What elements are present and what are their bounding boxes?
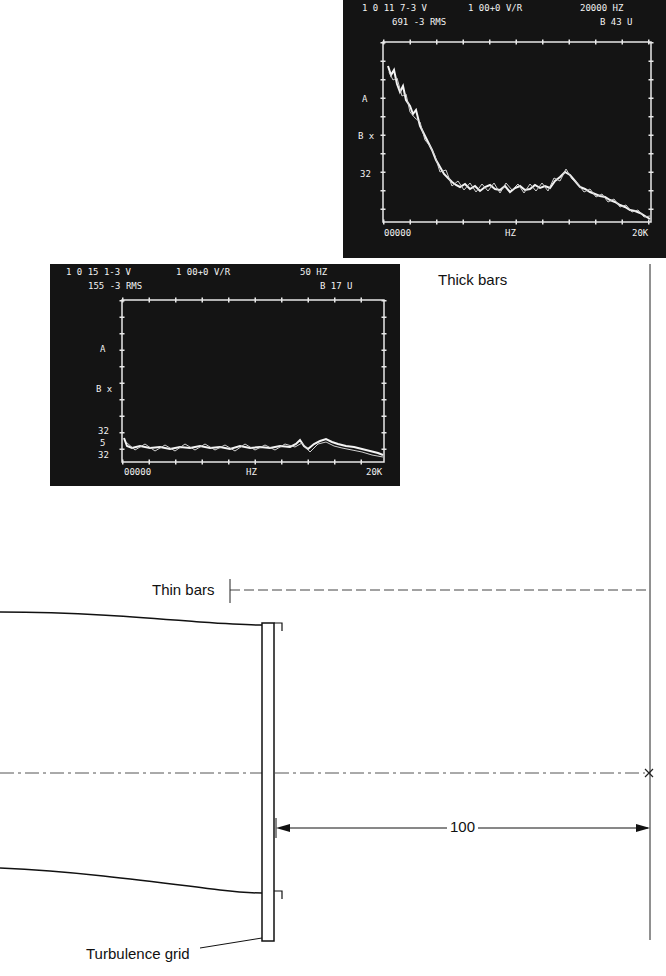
probe-position-line (230, 590, 650, 591)
screen-text: B 17 U (320, 282, 353, 292)
axis-label: 5 (100, 439, 105, 449)
spectrum-trace (388, 66, 650, 219)
screen-text: 20000 HZ (580, 4, 623, 14)
caption-label: Thin bars (152, 582, 215, 599)
frame-ticks (120, 300, 125, 462)
position-tick (230, 579, 231, 603)
spectrum-trace-jitter (389, 72, 650, 217)
screen-text: B 43 U (600, 18, 633, 28)
dimension-tick (276, 818, 277, 838)
frame-ticks (381, 42, 386, 222)
axis-label: A (100, 345, 105, 355)
axis-label: B x (358, 132, 374, 142)
axis-label: 00000 (124, 468, 151, 478)
screen-text: 1 0 11 7-3 V (362, 4, 427, 14)
screen-text: 50 HZ (300, 268, 327, 278)
tunnel-wall (0, 612, 262, 625)
tunnel-wall (0, 868, 262, 893)
grid-mount (274, 623, 282, 899)
axis-label: 00000 (384, 229, 411, 239)
screen-photo (343, 0, 666, 258)
centerline (0, 773, 645, 774)
axis-label: A (362, 95, 367, 105)
turbulence-grid (262, 623, 274, 941)
axis-label: B x (96, 385, 112, 395)
frame-ticks (122, 460, 384, 465)
leader-line (200, 938, 262, 948)
caption-label: Thick bars (438, 272, 507, 289)
screen-text: 1 0 15 1-3 V (66, 268, 131, 278)
dimension-label: 100 (447, 819, 478, 836)
axis-label: 20K (632, 229, 648, 239)
axis-label: 32 (98, 427, 109, 437)
screen-photo (50, 264, 400, 486)
screen-text: 1 00+0 V/R (176, 268, 230, 278)
frame-ticks (382, 300, 387, 462)
axis-label: 32 (98, 451, 109, 461)
axis-label: 20K (366, 468, 382, 478)
axis-label: HZ (505, 229, 516, 239)
part-label: Turbulence grid (86, 946, 190, 963)
plot-frame (122, 300, 384, 462)
frame-ticks (122, 298, 384, 303)
frame-ticks (383, 40, 651, 45)
probe-point (645, 769, 653, 777)
frame-ticks (649, 42, 654, 222)
screen-text: 155 -3 RMS (88, 282, 142, 292)
axis-label: HZ (246, 468, 257, 478)
screen-text: 691 -3 RMS (392, 18, 446, 28)
axis-label: 32 (360, 170, 371, 180)
probe-traverse-line (650, 264, 651, 940)
screen-text: 1 00+0 V/R (468, 4, 522, 14)
spectrum-trace-jitter (126, 442, 383, 457)
plot-frame (383, 42, 651, 222)
frame-ticks (383, 220, 651, 225)
